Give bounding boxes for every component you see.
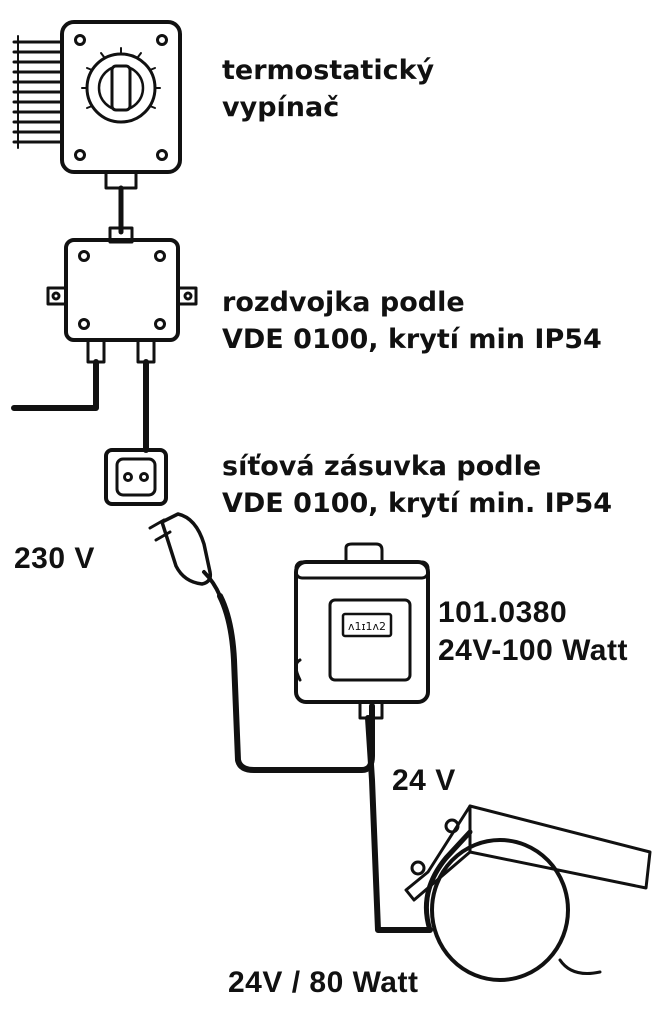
transformer: ᴧ1ɪ1ᴧ2	[294, 542, 430, 720]
junction-box	[46, 226, 198, 364]
thermostat-label-line1: termostatický	[222, 55, 435, 86]
socket-label-line1: síťová zásuvka podle	[222, 451, 542, 482]
transformer-label-line1: 101.0380	[438, 596, 568, 629]
mains-voltage-label: 230 V	[14, 542, 95, 575]
heater-label: 24V / 80 Watt	[228, 966, 419, 999]
socket-label-line2: VDE 0100, krytí min. IP54	[222, 488, 613, 519]
heating-cable	[404, 804, 652, 982]
mains-socket	[104, 448, 168, 506]
transformer-label: 101.0380 24V-100 Watt	[438, 594, 628, 670]
thermostat-switch	[12, 20, 182, 190]
thermostat-label: termostatický vypínač	[222, 52, 434, 126]
output-voltage-label: 24 V	[392, 764, 456, 797]
transformer-label-line2: 24V-100 Watt	[438, 634, 628, 667]
socket-label: síťová zásuvka podle VDE 0100, krytí min…	[222, 448, 612, 522]
junction-box-label: rozdvojka podle VDE 0100, krytí min IP54	[222, 284, 602, 358]
supply-cable	[11, 359, 99, 411]
junction-box-label-line2: VDE 0100, krytí min IP54	[222, 324, 602, 355]
transformer-meter-text: ᴧ1ɪ1ᴧ2	[348, 620, 386, 633]
junction-box-label-line1: rozdvojka podle	[222, 287, 465, 318]
thermostat-label-line2: vypínač	[222, 92, 340, 123]
low-voltage-cable	[365, 715, 433, 933]
mains-plug	[148, 512, 222, 598]
thermostat-cooling-fins	[12, 35, 64, 149]
